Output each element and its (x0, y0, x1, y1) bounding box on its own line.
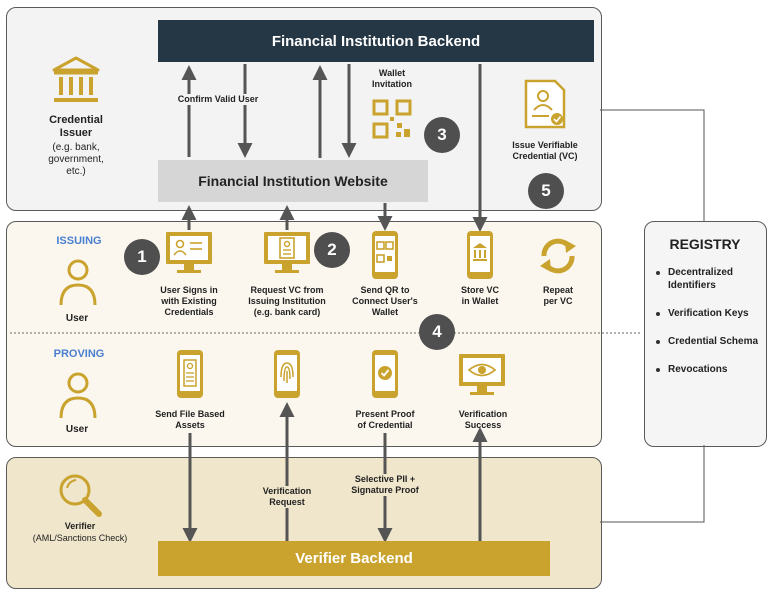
registry-title: REGISTRY (669, 236, 741, 252)
phone-fingerprint-icon (274, 350, 300, 398)
verification-request-line2: Request (246, 497, 328, 508)
registry-item: Revocations (654, 363, 764, 376)
issuing-item2-line1: Request VC from (250, 285, 324, 295)
phone-qr-icon (372, 231, 398, 279)
phone-document-icon (177, 350, 203, 398)
phone-bank-icon (467, 231, 493, 279)
verifier-title: Verifier (64, 521, 96, 531)
proving-item3-line2: Success (464, 420, 502, 430)
registry-link-verifier (600, 445, 705, 523)
issuing-label: ISSUING (56, 235, 102, 247)
step-4-badge: 4 (419, 314, 455, 350)
proving-item1-line2: Assets (175, 420, 205, 430)
issuing-item4-line2: in Wallet (461, 296, 499, 306)
monitor-eye-icon (459, 354, 505, 395)
issuing-item5-line2: per VC (543, 296, 573, 306)
bank-icon (52, 56, 100, 102)
proving-item2-line2: of Credential (357, 420, 413, 430)
phone-check-icon (372, 350, 398, 398)
issuing-item1-line3: Credentials (164, 307, 214, 317)
issuing-item3-line1: Send QR to (360, 285, 410, 295)
wallet-invitation-line2: Invitation (372, 79, 412, 89)
proving-user-label: User (65, 424, 89, 435)
qr-code-icon (372, 99, 412, 139)
wallet-invitation-line1: Wallet (378, 68, 406, 78)
proving-item2-line1: Present Proof (355, 409, 415, 419)
certificate-icon (524, 79, 566, 129)
issuing-item2-line3: (e.g. bank card) (253, 307, 321, 317)
registry-panel (644, 221, 767, 447)
monitor-request-icon (264, 232, 310, 273)
financial-website-bar: Financial Institution Website (158, 160, 428, 202)
proving-item1-line1: Send File Based (155, 409, 225, 419)
confirm-valid-user-label: Confirm Valid User (163, 94, 273, 105)
step-2-badge: 2 (314, 232, 350, 268)
issuing-item1-line1: User Signs in (160, 285, 218, 295)
proving-label: PROVING (53, 348, 105, 360)
step-5-badge: 5 (528, 173, 564, 209)
selective-pii-line2: Signature Proof (340, 485, 430, 496)
registry-list: Decentralized Identifiers Verification K… (654, 266, 764, 391)
step-1-badge: 1 (124, 239, 160, 275)
issuing-item5-line1: Repeat (542, 285, 573, 295)
issue-vc-line1: Issue Verifiable (512, 140, 578, 150)
verifier-subtitle: (AML/Sanctions Check) (32, 533, 128, 543)
step-3-badge: 3 (424, 117, 460, 153)
proving-item3-line1: Verification (458, 409, 508, 419)
verification-request-line1: Verification (246, 486, 328, 497)
registry-item: Decentralized Identifiers (654, 266, 764, 292)
issuing-item1-line2: with Existing (161, 296, 217, 306)
person-icon (59, 372, 97, 419)
issuer-title-line1: Credential (49, 114, 103, 126)
issuer-note-line1: (e.g. bank, (52, 142, 100, 153)
person-icon (59, 259, 97, 306)
selective-pii-line1: Selective PII + (340, 474, 430, 485)
magnifier-icon (59, 474, 102, 517)
issuer-note-line3: etc.) (66, 166, 86, 177)
registry-item: Credential Schema (654, 335, 764, 348)
issuing-item3-line3: Wallet (371, 307, 399, 317)
issuer-note-line2: government, (48, 154, 104, 165)
registry-item: Verification Keys (654, 307, 764, 320)
issuing-item3-line2: Connect User's (352, 296, 418, 306)
issuer-title-line2: Issuer (59, 127, 93, 139)
monitor-signin-icon (166, 232, 212, 273)
issuing-user-label: User (65, 313, 89, 324)
repeat-icon (540, 238, 576, 274)
issuing-item4-line1: Store VC (460, 285, 499, 295)
verifier-backend-bar: Verifier Backend (158, 541, 550, 576)
registry-link-issuer (600, 109, 705, 221)
issue-vc-line2: Credential (VC) (512, 151, 578, 161)
financial-backend-bar: Financial Institution Backend (158, 20, 594, 62)
issuing-item2-line2: Issuing Institution (248, 296, 326, 306)
